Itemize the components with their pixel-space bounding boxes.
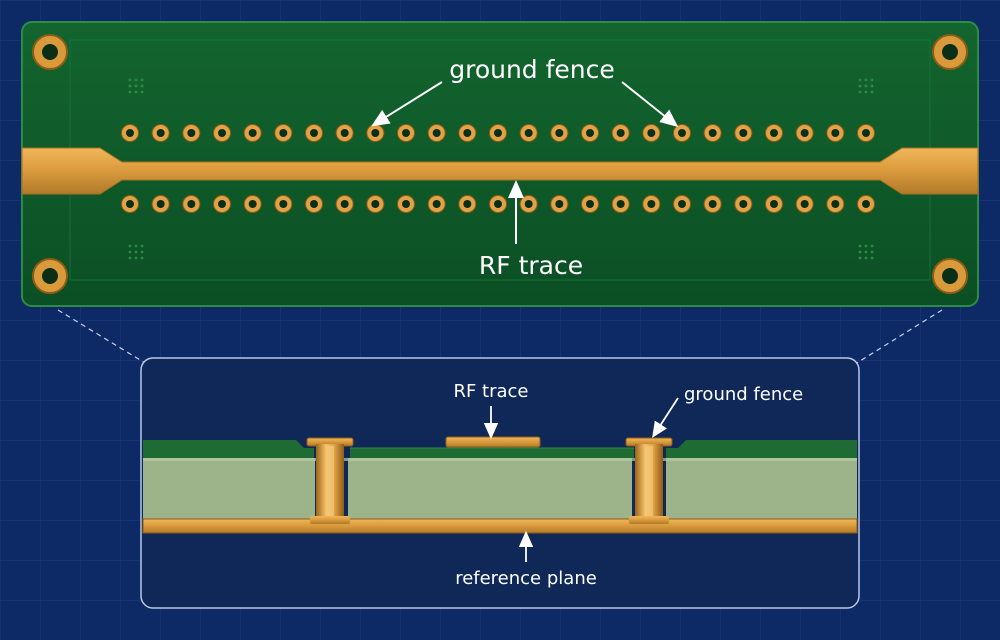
mounting-hole	[32, 258, 68, 294]
via	[826, 124, 845, 142]
via-barrel-right	[625, 437, 673, 524]
dot-cluster	[858, 78, 874, 94]
dielectric-left	[143, 458, 315, 520]
reference-plane	[142, 518, 858, 534]
via	[397, 124, 415, 142]
board-ground-fence-arrow-right	[621, 81, 679, 127]
mounting-hole	[932, 258, 968, 294]
via	[550, 124, 569, 142]
via	[305, 195, 323, 213]
board-inner-outline	[69, 39, 931, 281]
via	[642, 124, 661, 142]
via	[335, 195, 354, 213]
via-row-bottom	[121, 195, 875, 213]
via	[274, 124, 293, 142]
via	[703, 124, 722, 142]
via	[795, 124, 814, 142]
rf-trace-copper	[21, 147, 979, 195]
via	[366, 124, 385, 142]
section-ground-fence-arrow	[652, 397, 679, 439]
via	[213, 195, 231, 213]
via	[489, 195, 507, 213]
via	[826, 195, 845, 213]
via	[581, 195, 599, 213]
via	[519, 124, 538, 142]
via	[274, 195, 293, 213]
cross-section-inset: RF trace ground fence reference plane	[140, 357, 860, 609]
via	[519, 195, 538, 213]
mounting-hole	[932, 34, 968, 70]
via	[734, 195, 753, 213]
top-layer-left	[143, 440, 314, 458]
via	[642, 195, 661, 213]
board-rf-trace-label: RF trace	[479, 251, 583, 280]
section-reference-plane-label: reference plane	[455, 568, 597, 589]
via	[857, 124, 875, 142]
section-rf-trace	[445, 436, 541, 448]
dot-cluster	[128, 78, 144, 94]
via	[121, 195, 139, 213]
via	[458, 195, 477, 213]
via	[857, 195, 875, 213]
dot-cluster	[128, 244, 144, 260]
via	[213, 124, 231, 142]
dielectric-right	[666, 458, 857, 520]
top-layer-right	[666, 440, 857, 458]
via	[673, 195, 691, 213]
via	[611, 195, 630, 213]
section-rf-trace-label: RF trace	[453, 381, 528, 402]
via	[765, 124, 783, 142]
via	[550, 195, 569, 213]
via	[611, 124, 630, 142]
via	[581, 124, 599, 142]
via	[673, 124, 691, 142]
board-ground-fence-arrow-left	[371, 81, 443, 127]
dielectric-highlight	[143, 458, 857, 461]
dot-clusters	[128, 78, 874, 260]
section-ground-fence-label: ground fence	[684, 384, 803, 405]
via	[795, 195, 814, 213]
via	[243, 195, 262, 213]
via	[243, 124, 262, 142]
via-barrel-left	[306, 437, 354, 524]
via	[734, 124, 753, 142]
via	[397, 195, 415, 213]
via	[182, 124, 201, 142]
via	[366, 195, 385, 213]
board-ground-fence-label: ground fence	[449, 55, 615, 84]
via-row-top	[121, 124, 875, 142]
via	[151, 124, 170, 142]
via	[458, 124, 477, 142]
via	[427, 195, 446, 213]
via	[335, 124, 354, 142]
via	[427, 124, 446, 142]
dielectric-middle	[348, 458, 632, 520]
top-layer-middle	[350, 448, 634, 458]
dot-cluster	[858, 244, 874, 260]
pcb-board: ground fence RF trace	[21, 21, 979, 307]
via	[151, 195, 170, 213]
via	[182, 195, 201, 213]
mounting-hole	[32, 34, 68, 70]
via	[765, 195, 783, 213]
via	[489, 124, 507, 142]
via	[305, 124, 323, 142]
via	[703, 195, 722, 213]
via	[121, 124, 139, 142]
